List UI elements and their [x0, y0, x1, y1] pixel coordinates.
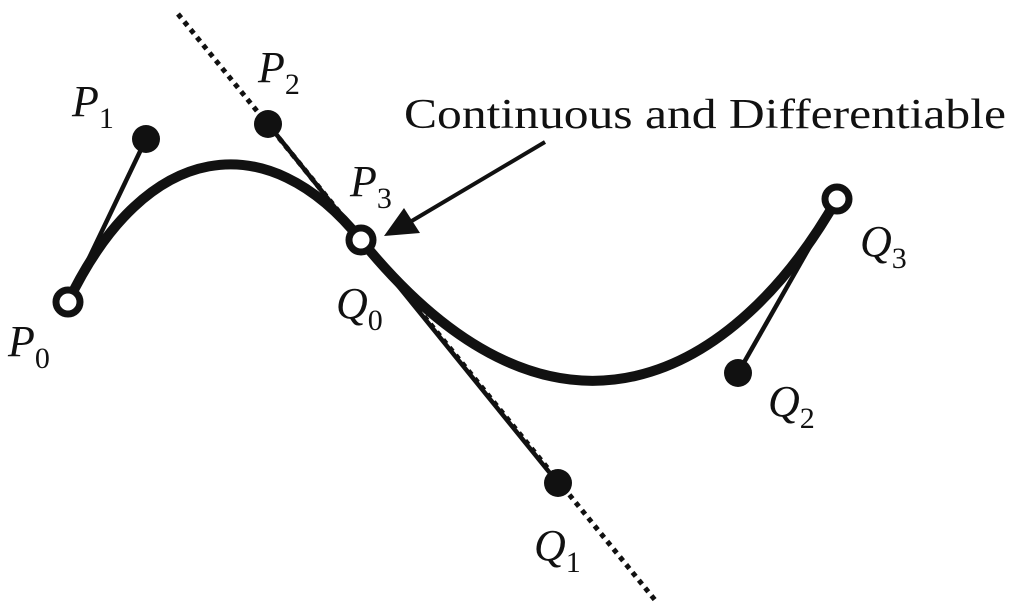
- bezier-curve-q: [356, 194, 842, 386]
- point-p0: [52, 286, 84, 318]
- point-q1: [544, 469, 572, 497]
- point-q3: [821, 183, 853, 215]
- point-p1: [132, 125, 160, 153]
- bezier-curve-p: [63, 159, 366, 307]
- point-q2: [724, 359, 752, 387]
- point-p2: [254, 110, 282, 138]
- label-p2: P2: [257, 43, 300, 101]
- point-p3-q0: [345, 224, 377, 256]
- annotation-text: Continuous and Differentiable: [404, 92, 1006, 138]
- annotation-arrow-shaft: [408, 140, 547, 224]
- label-p0: P0: [7, 317, 50, 375]
- label-q0: Q0: [336, 279, 383, 337]
- label-q3: Q3: [860, 217, 907, 275]
- label-p3: P3: [349, 157, 392, 215]
- label-q2: Q2: [768, 377, 815, 435]
- label-q1: Q1: [534, 521, 581, 579]
- label-p1: P1: [71, 77, 114, 135]
- annotation-arrow-head: [384, 208, 420, 236]
